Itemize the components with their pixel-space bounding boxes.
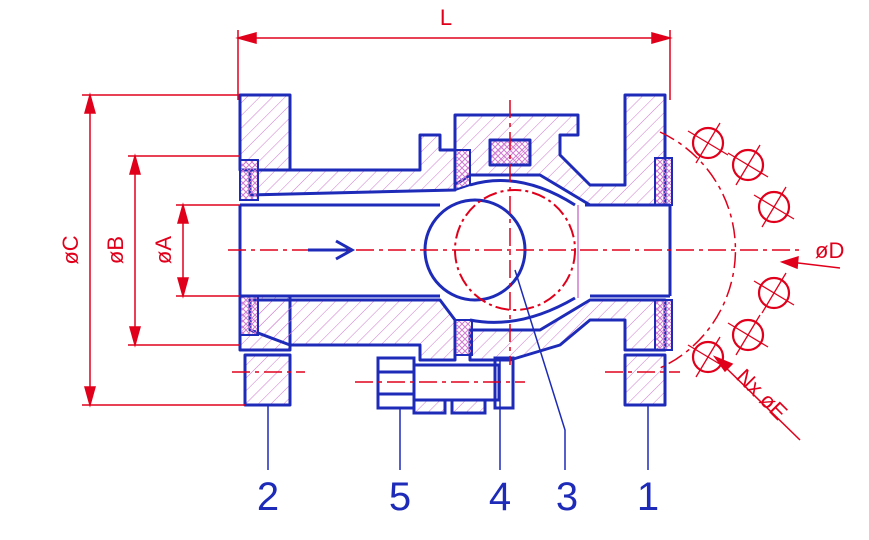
flange-bolt-seat-2 [450, 398, 487, 415]
body-seal-lower [454, 319, 473, 356]
left-flange-boss [243, 353, 292, 407]
part-number-label: 3 [556, 475, 578, 519]
valve-body [238, 93, 667, 407]
seat-rings [239, 149, 673, 356]
part-numbers: 2 5 4 3 1 [257, 475, 659, 519]
bolt-circle-arc [659, 131, 737, 369]
left-body-upper-wall [248, 133, 457, 197]
right-body-lower [468, 298, 667, 362]
ball [423, 179, 579, 324]
right-flange-boss [623, 353, 667, 407]
leader-3 [514, 269, 566, 470]
dim-line-d-leader [789, 261, 841, 269]
bolt-head [376, 356, 416, 410]
part-number-label: 5 [389, 475, 411, 519]
ball-seat-lower [469, 296, 576, 324]
dim-line-e-leader [719, 361, 801, 441]
right-body-upper [453, 93, 667, 207]
bolt-hole [687, 122, 729, 164]
body-seal-upper [454, 149, 471, 192]
flange-bolt-seat [412, 398, 447, 415]
left-body-lower-wall [248, 298, 457, 362]
bolt-hole [753, 186, 795, 228]
label-bolt-note: Nx øE [731, 364, 792, 425]
ball-seat-upper [469, 179, 576, 207]
part-leaders [267, 269, 649, 470]
flow-direction-arrow-icon [308, 239, 356, 261]
bolt-holes [687, 122, 795, 378]
seat-ring-right-lower [654, 299, 673, 351]
label-l: L [440, 5, 452, 30]
stem-bonnet [488, 138, 532, 167]
part-number-label: 4 [489, 475, 511, 519]
bolt-assembly [376, 356, 515, 415]
seat-ring-right-upper [654, 157, 673, 206]
seat-ring-left-lower [239, 295, 259, 336]
left-flange-upper [238, 93, 292, 172]
label-a: øA [151, 236, 176, 264]
label-d: øD [815, 238, 844, 263]
flow-passage [238, 203, 672, 298]
dimension-lines [82, 30, 841, 441]
bolt-hole [727, 314, 769, 356]
bolt-hole [727, 144, 769, 186]
part-number-label: 1 [637, 475, 659, 519]
bolt-hole [687, 336, 729, 378]
bolt-nut [493, 356, 515, 410]
part-number-label: 2 [257, 475, 279, 519]
seat-ring-left-upper [239, 159, 259, 201]
bolt-hole [753, 272, 795, 314]
label-b: øB [103, 236, 128, 264]
centerlines [228, 100, 800, 383]
label-c: øC [58, 235, 83, 264]
